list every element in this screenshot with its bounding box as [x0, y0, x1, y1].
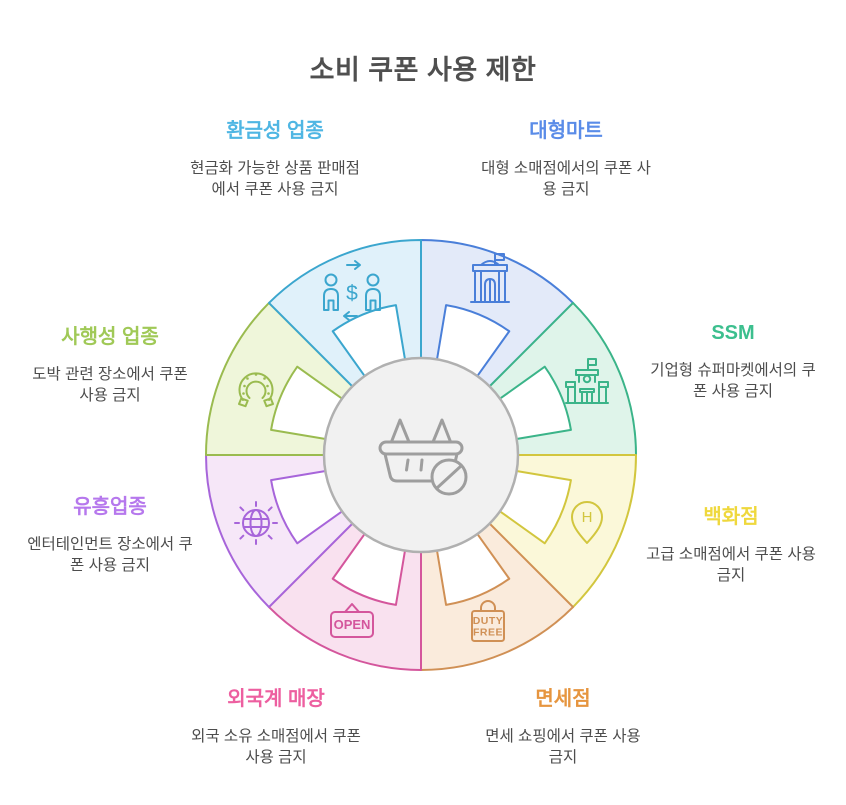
segment-description: 면세 쇼핑에서 쿠폰 사용 금지 [485, 726, 641, 768]
horseshoe-inner [245, 380, 267, 399]
description-line: 외국 소유 소매점에서 쿠폰 [191, 728, 361, 745]
sign-board [330, 611, 374, 638]
bag-handle [480, 600, 496, 612]
longitude-line [249, 509, 263, 537]
page-title: 소비 쿠폰 사용 제한 [309, 55, 537, 85]
cash-exchange-icon: $ [323, 260, 381, 321]
dome [480, 260, 500, 266]
description-line: 폰 사용 금지 [693, 383, 773, 400]
basket-ticks [405, 458, 424, 472]
callout-department: 백화점 고급 소매점에서 쿠폰 사용 금지 [646, 500, 816, 586]
location-pin-icon: H [571, 501, 603, 544]
bag-text-line2: FREE [473, 627, 503, 639]
description-line: 금지 [716, 567, 746, 584]
person-body [365, 288, 381, 311]
description-line: 도박 관련 장소에서 쿠폰 [32, 366, 188, 383]
sign-hanger [344, 603, 360, 613]
person-body [323, 288, 339, 311]
cornice [472, 264, 508, 272]
horseshoe-icon [238, 372, 274, 408]
segment-label: 외국계 매장 [227, 688, 325, 710]
segment-description: 외국 소유 소매점에서 쿠폰 사용 금지 [191, 726, 361, 768]
nail-holes [242, 373, 270, 395]
rays [234, 501, 278, 545]
columns [474, 270, 506, 303]
callout-gambling: 사행성 업종 도박 관련 장소에서 쿠폰 사용 금지 [32, 320, 188, 406]
horseshoe-feet [238, 397, 274, 408]
dollar-glyph: $ [346, 282, 358, 305]
callout-dutyfree: 면세점 면세 쇼핑에서 쿠폰 사용 금지 [485, 682, 641, 768]
segment-description: 고급 소매점에서 쿠폰 사용 금지 [646, 544, 816, 586]
arrow-left [343, 311, 358, 321]
callout-cashable: 환금성 업종 현금화 가능한 상품 판매점 에서 쿠폰 사용 금지 [190, 114, 360, 200]
callout-foreign: 외국계 매장 외국 소유 소매점에서 쿠폰 사용 금지 [191, 682, 361, 768]
bag-text-line1: DUTY [473, 615, 504, 627]
bag-body [471, 610, 505, 642]
description-line: 에서 쿠폰 사용 금지 [211, 181, 339, 198]
description-line: 현금화 가능한 상품 판매점 [190, 160, 360, 177]
segment-label: 환금성 업종 [226, 120, 324, 142]
segment-description: 대형 소매점에서의 쿠폰 사 용 금지 [481, 158, 651, 200]
description-line: 고급 소매점에서 쿠폰 사용 [646, 546, 816, 563]
description-line: 금지 [548, 749, 578, 766]
person-head [324, 273, 338, 287]
latitude-lines [242, 518, 270, 528]
segment-description: 현금화 가능한 상품 판매점 에서 쿠폰 사용 금지 [190, 158, 360, 200]
open-sign-icon: OPEN [330, 603, 374, 638]
pin-outline [571, 501, 603, 544]
segment-description: 도박 관련 장소에서 쿠폰 사용 금지 [32, 364, 188, 406]
round-window [582, 374, 592, 384]
description-line: 사용 금지 [245, 749, 307, 766]
prohibition-slash [435, 464, 463, 490]
door-arch [484, 278, 496, 303]
description-line: 면세 쇼핑에서 쿠폰 사용 [485, 728, 641, 745]
mart-building-icon [470, 253, 510, 303]
description-line: 용 금지 [542, 181, 590, 198]
door [581, 391, 593, 404]
description-line: 대형 소매점에서의 쿠폰 사 [481, 160, 651, 177]
arrow-right [346, 260, 361, 270]
person-head [366, 273, 380, 287]
callout-ssm: SSM 기업형 슈퍼마켓에서의 쿠 폰 사용 금지 [650, 322, 815, 402]
duty-free-bag-icon: DUTY FREE [471, 600, 505, 642]
walls [567, 381, 607, 404]
basket-rim [378, 440, 464, 456]
description-line: 기업형 슈퍼마켓에서의 쿠 [650, 362, 816, 379]
segment-description: 엔터테인먼트 장소에서 쿠 폰 사용 금지 [27, 534, 192, 576]
description-line: 엔터테인먼트 장소에서 쿠 [27, 536, 193, 553]
basket-banned-icon [378, 418, 468, 496]
flag [587, 358, 597, 371]
flag [494, 253, 505, 265]
tower-sides [578, 374, 596, 383]
segment-label: 사행성 업종 [61, 326, 159, 348]
segment-label: 대형마트 [529, 120, 603, 142]
description-line: 폰 사용 금지 [70, 557, 150, 574]
sign-text: OPEN [334, 617, 371, 632]
description-line: 사용 금지 [79, 387, 141, 404]
segment-label: 면세점 [535, 688, 591, 710]
basket-handles [389, 418, 453, 445]
segment-label: SSM [711, 322, 755, 344]
callout-entertainment: 유흥업종 엔터테인먼트 장소에서 쿠 폰 사용 금지 [27, 490, 192, 576]
segment-label: 백화점 [703, 506, 759, 528]
pin-letter: H [582, 509, 593, 526]
segment-description: 기업형 슈퍼마켓에서의 쿠 폰 사용 금지 [650, 360, 815, 402]
supermarket-building-icon [565, 358, 609, 404]
callout-hypermarket: 대형마트 대형 소매점에서의 쿠폰 사 용 금지 [481, 114, 651, 200]
segment-label: 유흥업종 [73, 496, 147, 518]
disco-ball-icon [234, 501, 278, 545]
